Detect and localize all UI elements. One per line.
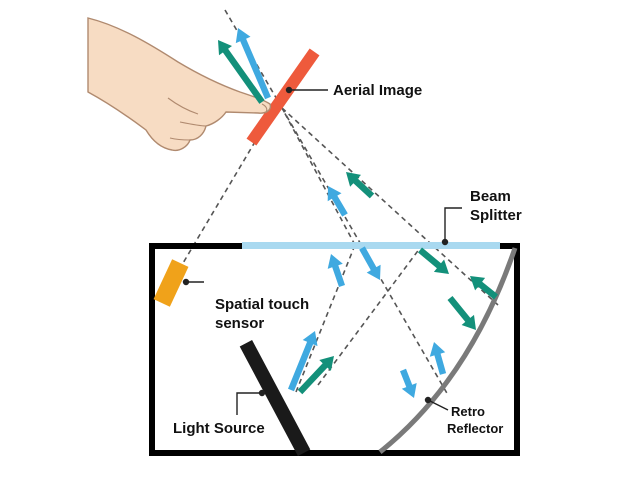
ray-image-to-retro: [281, 107, 499, 306]
aerial-image-bar: [246, 48, 320, 146]
enclosure-box: [149, 243, 520, 456]
arrow-splitter-blue-up: [327, 254, 345, 287]
spatial-touch-sensor: [153, 259, 189, 307]
label-light-source: Light Source: [173, 420, 265, 437]
leader-dot-aerial-image: [285, 86, 293, 94]
light-source-bar: [239, 339, 311, 457]
leader-lines: [182, 86, 462, 415]
arrow-splitter-blue-down: [359, 246, 381, 280]
arrow-mid-blue-up: [327, 186, 348, 217]
arrow-right-green-down-1: [418, 247, 449, 274]
retro-reflector: [378, 247, 518, 454]
light-arrows: [218, 28, 498, 398]
leader-light-source: [236, 392, 262, 415]
arrow-source-blue: [288, 331, 318, 392]
ray-source-to-splitter: [295, 244, 356, 393]
arrow-source-green: [297, 356, 334, 395]
leader-dot-light-source: [258, 389, 266, 397]
label-spatial-touch-line1: Spatial touch: [215, 296, 310, 313]
arrow-right-green-down-2: [447, 296, 476, 330]
label-beam-splitter-line1: Beam: [470, 188, 511, 205]
ray-source-to-retro-reflect: [317, 247, 421, 386]
ray-sensor-to-image: [169, 129, 263, 286]
leader-beam-splitter: [444, 207, 462, 242]
leader-dot-beam-splitter: [441, 238, 449, 246]
hand-pointing-icon: [87, 17, 272, 152]
label-retro-line1: Retro: [451, 404, 485, 419]
label-beam-splitter-line2: Splitter: [470, 207, 522, 224]
leader-dot-retro-reflector: [424, 396, 432, 404]
ray-splitter-to-image: [281, 107, 356, 246]
arrow-top-green: [218, 40, 265, 104]
leader-retro-reflector: [427, 399, 449, 411]
label-aerial-image: Aerial Image: [333, 82, 423, 99]
beam-splitter: [242, 242, 500, 249]
label-retro-line2: Reflector: [447, 421, 504, 436]
arrow-right-green-up: [470, 276, 498, 300]
label-spatial-touch-line2: sensor: [215, 315, 265, 332]
arrow-top-blue: [235, 28, 271, 100]
arrow-lower-blue-up: [429, 342, 447, 375]
leader-dot-sensor: [182, 278, 190, 286]
arrow-mid-green-up: [346, 172, 375, 199]
arrow-lower-blue-down: [400, 368, 417, 398]
